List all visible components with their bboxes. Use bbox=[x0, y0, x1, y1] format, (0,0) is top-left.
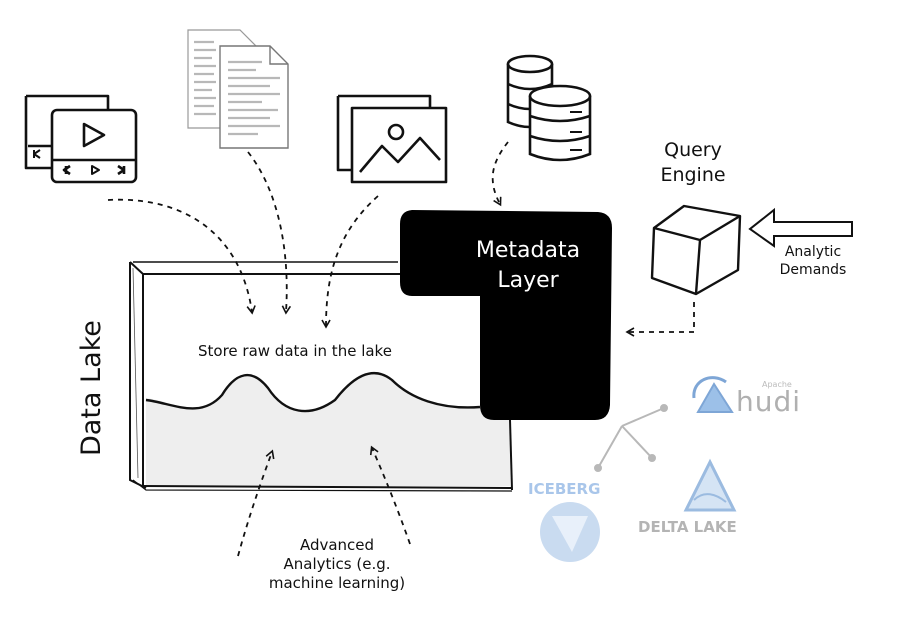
connector-lines bbox=[594, 404, 668, 472]
analytic-line-1: Analytic bbox=[784, 244, 842, 260]
iceberg-logo-text: ICEBERG bbox=[528, 480, 601, 498]
documents-icon bbox=[187, 29, 289, 149]
metadata-line-1: Metadata bbox=[475, 238, 581, 263]
query-line-2: Engine bbox=[660, 163, 726, 186]
database-icon bbox=[506, 54, 592, 162]
metadata-line-2: Layer bbox=[497, 267, 559, 293]
delta-lake-logo-text: DELTA LAKE bbox=[638, 518, 737, 536]
query-line-1: Query bbox=[664, 139, 722, 161]
store-raw-label: Store raw data in the lake bbox=[198, 342, 392, 360]
images-icon bbox=[336, 94, 448, 184]
hudi-logo bbox=[692, 376, 734, 413]
analytic-line-2: Demands bbox=[779, 261, 847, 278]
hudi-logo-text: hudi bbox=[736, 385, 802, 418]
video-files-icon bbox=[24, 94, 138, 184]
hudi-small-text: Apache bbox=[762, 380, 792, 389]
metadata-layer-block bbox=[400, 210, 612, 420]
metadata-layer-title: Metadata Layer bbox=[448, 236, 608, 295]
advanced-line-1: Advanced bbox=[299, 536, 375, 554]
data-lake-title: Data Lake bbox=[76, 320, 107, 456]
iceberg-logo bbox=[540, 502, 600, 562]
data-lake-box bbox=[129, 261, 513, 492]
cube-icon bbox=[650, 204, 742, 296]
advanced-line-2: Analytics (e.g. bbox=[283, 554, 391, 573]
delta-lake-logo bbox=[683, 458, 737, 512]
advanced-line-3: machine learning) bbox=[268, 573, 406, 592]
flow-arrows bbox=[107, 141, 695, 557]
query-engine-title: Query Engine bbox=[648, 138, 738, 187]
analytic-demands-arrow bbox=[748, 207, 853, 248]
analytic-demands-label: Analytic Demands bbox=[772, 244, 854, 279]
advanced-analytics-label: Advanced Analytics (e.g. machine learnin… bbox=[262, 536, 412, 592]
